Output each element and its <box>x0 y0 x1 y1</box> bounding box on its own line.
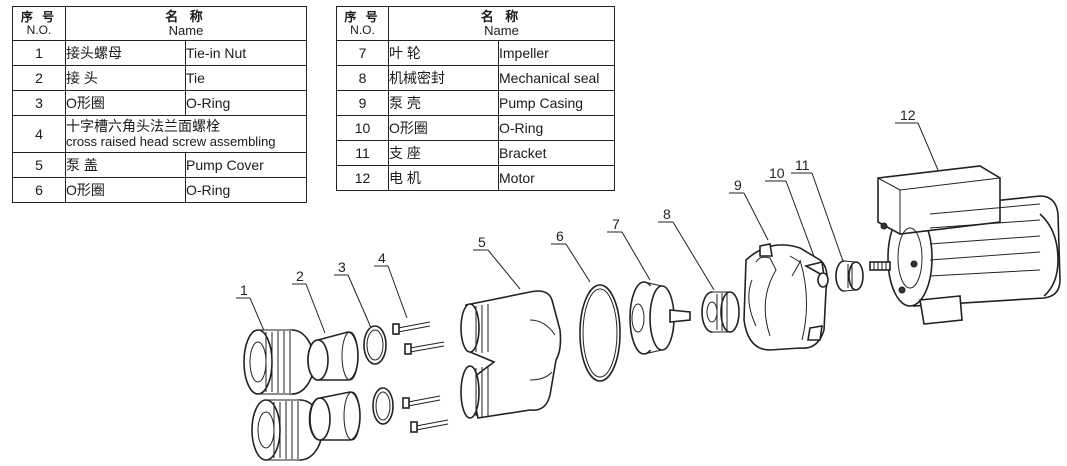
callout-7: 7 <box>607 216 651 281</box>
o-ring-3-upper <box>363 325 387 365</box>
table-row: 6 O形圈 O-Ring <box>12 177 307 203</box>
table-row: 2 接 头 Tie <box>12 65 307 91</box>
part-name-en: cross raised head screw assembling <box>66 134 276 149</box>
part-name-cn: 泵 盖 <box>65 152 186 178</box>
callout-2: 2 <box>292 268 326 334</box>
part-name-cn: O形圈 <box>65 90 186 116</box>
svg-text:7: 7 <box>612 216 620 232</box>
svg-text:9: 9 <box>734 177 742 193</box>
part-name-cn: 接 头 <box>65 65 186 91</box>
part-number: 4 <box>12 115 66 153</box>
motor <box>869 165 1061 325</box>
callout-5: 5 <box>473 234 521 290</box>
svg-text:11: 11 <box>795 157 810 173</box>
callout-4: 4 <box>374 250 408 319</box>
callout-9: 9 <box>729 177 769 241</box>
part-name-cn: 十字槽六角头法兰面螺栓 <box>66 118 220 134</box>
callout-8: 8 <box>658 206 715 291</box>
table-row: 8 机械密封 Mechanical seal <box>336 65 615 91</box>
mechanical-seal <box>701 291 740 333</box>
o-ring-10 <box>817 272 829 288</box>
table-row: 12 电 机 Motor <box>336 165 615 191</box>
svg-text:5: 5 <box>478 234 486 250</box>
impeller <box>629 281 691 355</box>
tie-upper <box>307 331 359 381</box>
part-number: 1 <box>12 40 66 66</box>
part-number: 5 <box>12 152 66 178</box>
table-row: 1 接头螺母 Tie-in Nut <box>12 40 307 66</box>
svg-text:6: 6 <box>556 228 564 244</box>
part-number: 2 <box>12 65 66 91</box>
part-number: 11 <box>336 140 389 166</box>
screws <box>392 321 449 433</box>
part-name-cn: 支 座 <box>388 140 499 166</box>
svg-text:2: 2 <box>296 268 304 284</box>
pump-cover <box>460 290 562 419</box>
table-row: 3 O形圈 O-Ring <box>12 90 307 116</box>
table-row: 9 泵 壳 Pump Casing <box>336 90 615 116</box>
callout-6: 6 <box>551 228 591 283</box>
table-row: 10 O形圈 O-Ring <box>336 115 615 141</box>
part-name-en: Tie-in Nut <box>185 40 307 66</box>
svg-text:1: 1 <box>240 282 248 298</box>
part-name-en: Motor <box>498 165 615 191</box>
pump-casing <box>743 243 828 351</box>
part-name-cn: 接头螺母 <box>65 40 186 66</box>
tie-lower <box>308 391 361 441</box>
part-name-cn: 电 机 <box>388 165 499 191</box>
callout-12: 12 <box>895 107 939 171</box>
tie-in-nut-upper <box>243 329 315 395</box>
part-name-cn: O形圈 <box>65 177 186 203</box>
o-ring-3-lower <box>372 387 394 425</box>
part-number: 12 <box>336 165 389 191</box>
svg-text:12: 12 <box>900 107 916 123</box>
callout-11: 11 <box>791 157 845 265</box>
svg-text:10: 10 <box>769 165 785 181</box>
part-number: 9 <box>336 90 389 116</box>
svg-text:4: 4 <box>378 250 386 266</box>
bracket <box>835 260 864 292</box>
svg-text:8: 8 <box>663 206 671 222</box>
part-name-en: Pump Casing <box>498 90 615 116</box>
part-name-en: O-Ring <box>185 177 307 203</box>
table-row: 4 十字槽六角头法兰面螺栓 cross raised head screw as… <box>12 115 307 153</box>
part-name-combined: 十字槽六角头法兰面螺栓 cross raised head screw asse… <box>65 115 307 153</box>
callout-3: 3 <box>334 259 373 331</box>
part-name-cn: O形圈 <box>388 115 499 141</box>
part-number: 8 <box>336 65 389 91</box>
part-name-en: Tie <box>185 65 307 91</box>
o-ring-6 <box>579 284 621 382</box>
part-name-en: Impeller <box>498 40 615 66</box>
table-row: 5 泵 盖 Pump Cover <box>12 152 307 178</box>
part-name-en: Mechanical seal <box>498 65 615 91</box>
svg-text:3: 3 <box>338 259 346 275</box>
